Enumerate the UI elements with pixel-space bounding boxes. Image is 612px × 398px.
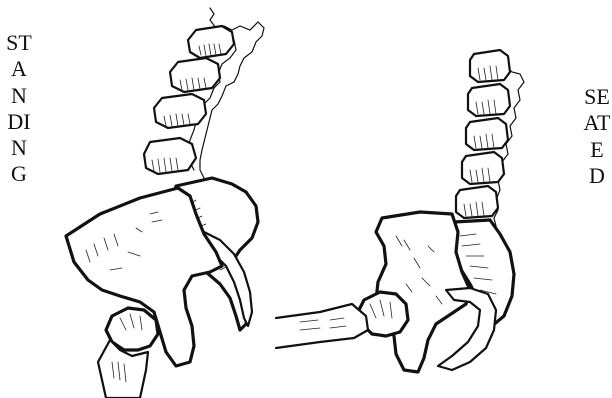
seated-femur: [276, 304, 368, 348]
standing-figure: [66, 8, 264, 398]
seated-vertebra-2: [468, 84, 510, 116]
seated-vertebra-4: [462, 152, 504, 184]
standing-vertebra-3: [154, 94, 206, 128]
seated-vertebra-3: [466, 118, 508, 150]
standing-vertebra-4: [144, 138, 196, 174]
seated-vertebra-5: [456, 186, 498, 218]
standing-vertebra-2: [170, 58, 220, 92]
standing-vertebra-1: [188, 26, 234, 58]
seated-figure: [276, 50, 524, 372]
